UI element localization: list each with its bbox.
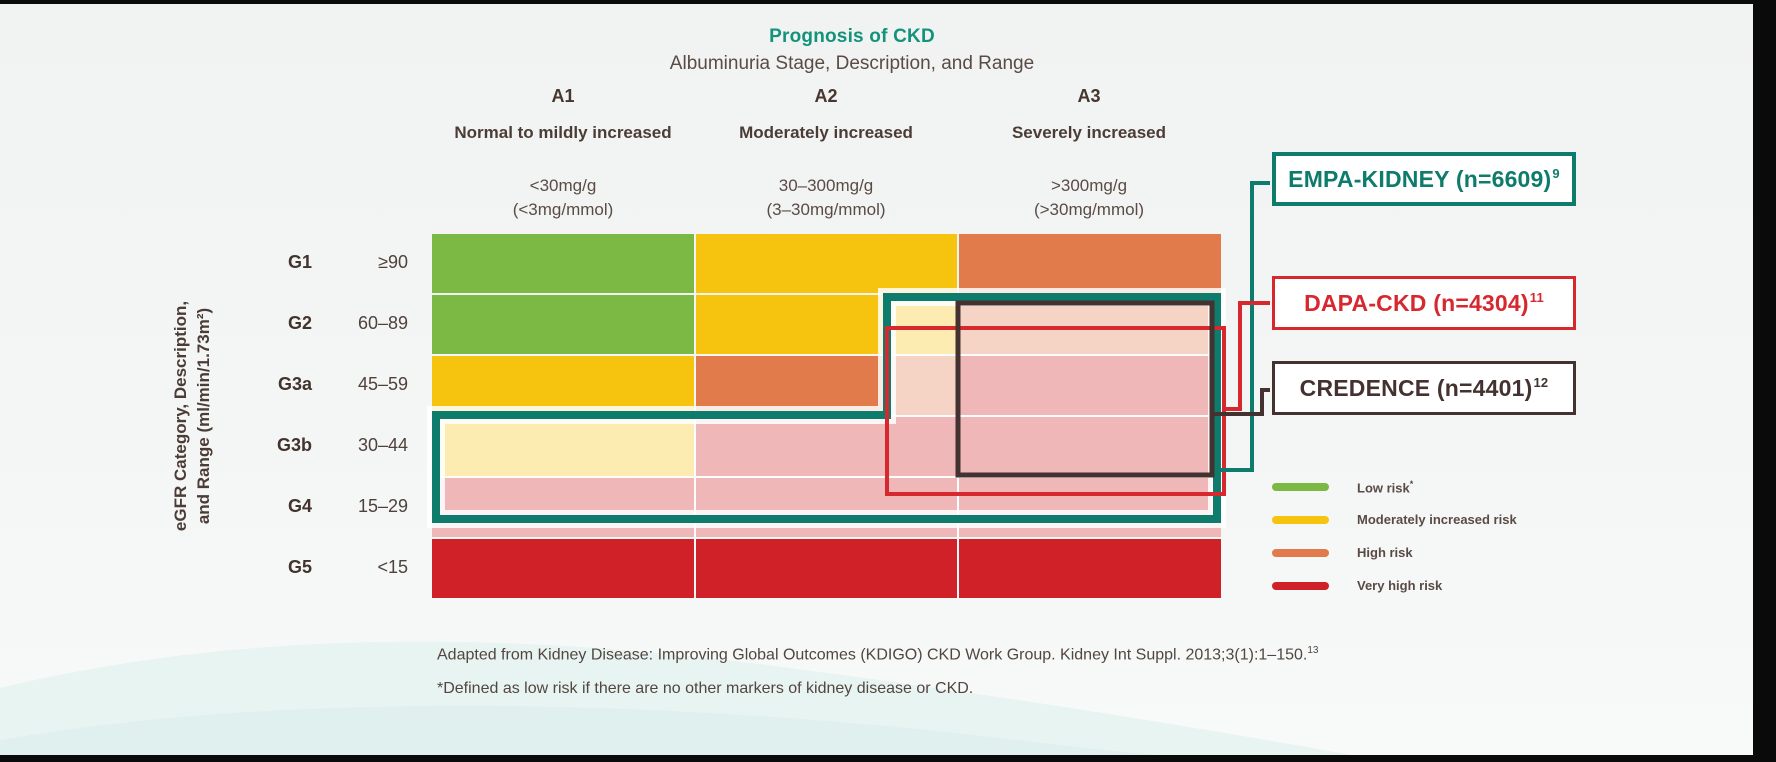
empa-kidney-connector-line [1221, 181, 1270, 472]
trial-reference-superscript: 11 [1529, 289, 1544, 305]
heatmap-cell-g5-a3 [959, 539, 1221, 598]
trial-label-dapa-ckd: DAPA-CKD (n=4304)11 [1272, 276, 1576, 330]
heatmap-cell-g3a-a1 [432, 356, 694, 415]
heatmap-cell-g1-a3 [959, 234, 1221, 293]
row-label-g3b: G3b [276, 435, 312, 455]
footnote-reference-superscript: 13 [1307, 645, 1319, 656]
bottom-black-bar [0, 755, 1776, 762]
legend-footnote-marker: * [1409, 479, 1414, 489]
wave-shape-large [0, 641, 1390, 762]
albuminuria-axis-title: Albuminuria Stage, Description, and Rang… [669, 53, 1035, 74]
row-label-g3a: G3a [277, 374, 312, 394]
dapa-ckd-connector-line [1226, 301, 1270, 411]
trial-label-text: CREDENCE (n=4401)12 [1299, 374, 1549, 401]
heatmap-cell-g1-a2 [696, 234, 957, 293]
trial-label-empa-kidney: EMPA-KIDNEY (n=6609)9 [1272, 152, 1576, 206]
stage-id: A3 [1077, 86, 1101, 106]
legend-swatch-very_high [1272, 582, 1329, 590]
legend-label: Low risk* [1357, 479, 1414, 496]
empa-kidney-region-outline [432, 293, 1221, 523]
legend-swatch-moderate [1272, 516, 1329, 524]
wave-shape-small [0, 705, 1310, 762]
trial-reference-superscript: 9 [1552, 165, 1560, 181]
row-range-g4: 15–29 [357, 496, 408, 516]
stage-description: Moderately increased [739, 123, 913, 142]
legend-swatch-low [1272, 483, 1329, 491]
stage-range: >300mg/g (>30mg/mmol) [1033, 176, 1145, 219]
trial-label-credence: CREDENCE (n=4401)12 [1272, 361, 1576, 415]
credence-region-outline [955, 300, 1215, 478]
legend-label: Moderately increased risk [1357, 512, 1517, 527]
trial-label-text: EMPA-KIDNEY (n=6609)9 [1288, 165, 1560, 192]
stage-range: 30–300mg/g (3–30mg/mmol) [766, 176, 886, 219]
stage-description: Severely increased [1011, 123, 1167, 142]
row-label-g5: G5 [287, 557, 312, 577]
footnote-asterisk: *Defined as low risk if there are no oth… [437, 680, 974, 697]
row-range-g3a: 45–59 [357, 374, 408, 394]
trial-label-text: DAPA-CKD (n=4304)11 [1304, 289, 1544, 316]
row-range-g1: ≥90 [378, 252, 408, 272]
stage-description: Normal to mildly increased [454, 123, 672, 142]
row-label-g4: G4 [287, 496, 312, 516]
heatmap-cell-g5-a1 [432, 539, 694, 598]
trial-reference-superscript: 12 [1533, 374, 1549, 390]
row-range-g5: <15 [377, 557, 408, 577]
credence-connector-line [1214, 388, 1270, 416]
stage-id: A2 [814, 86, 838, 106]
heatmap-cell-g1-a1 [432, 234, 694, 293]
row-range-g2: 60–89 [357, 313, 408, 333]
chart-title: Prognosis of CKD [769, 26, 935, 47]
heatmap-cell-g2-a1 [432, 295, 694, 354]
row-label-g1: G1 [287, 252, 312, 272]
stage-id: A1 [551, 86, 575, 106]
stage-range: <30mg/g (<3mg/mmol) [512, 176, 614, 219]
dapa-ckd-region-outline [885, 326, 1226, 496]
footnote-source: Adapted from Kidney Disease: Improving G… [437, 645, 1319, 664]
row-range-g3b: 30–44 [357, 435, 408, 455]
legend-label: Very high risk [1357, 578, 1443, 593]
right-black-bar [1753, 0, 1776, 762]
top-black-bar [0, 0, 1776, 4]
heatmap-cell-g5-a2 [696, 539, 957, 598]
legend-label: High risk [1357, 545, 1413, 560]
legend-swatch-high [1272, 549, 1329, 557]
row-label-g2: G2 [287, 313, 312, 333]
